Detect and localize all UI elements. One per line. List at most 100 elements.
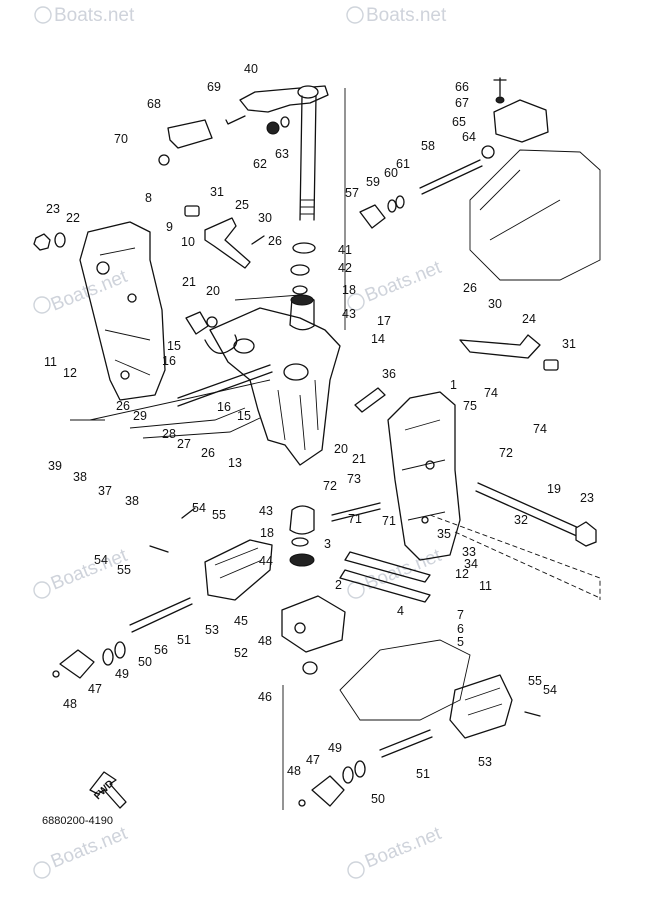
callout-2: 2	[335, 578, 342, 592]
callout-26: 26	[463, 281, 477, 295]
callout-66: 66	[455, 80, 469, 94]
callout-50: 50	[138, 655, 152, 669]
tilt-rod-19	[475, 482, 591, 542]
callout-51: 51	[177, 633, 191, 647]
callout-72: 72	[323, 479, 337, 493]
callout-26: 26	[268, 234, 282, 248]
callout-9: 9	[166, 220, 173, 234]
callout-64: 64	[462, 130, 476, 144]
bushing-47-right	[298, 760, 366, 807]
callout-8: 8	[145, 191, 152, 205]
callout-26: 26	[116, 399, 130, 413]
callout-22: 22	[66, 211, 80, 225]
callout-63: 63	[275, 147, 289, 161]
callout-17: 17	[377, 314, 391, 328]
callout-47: 47	[306, 753, 320, 767]
leader-frame	[234, 294, 301, 301]
svg-text:Boats.net: Boats.net	[366, 5, 447, 26]
svg-text:Boats.net: Boats.net	[48, 266, 131, 316]
hose-assembly	[185, 311, 238, 354]
fwd-arrow-icon: FWD	[89, 771, 127, 809]
callout-52: 52	[234, 646, 248, 660]
callout-54: 54	[543, 683, 557, 697]
callout-55: 55	[212, 508, 226, 522]
callout-61: 61	[396, 157, 410, 171]
callout-74: 74	[533, 422, 547, 436]
spring-30-left	[251, 235, 265, 245]
rod-29	[177, 364, 273, 407]
callout-74: 74	[484, 386, 498, 400]
callout-30: 30	[488, 297, 502, 311]
callout-42: 42	[338, 261, 352, 275]
lower-bushings	[289, 505, 315, 567]
callout-69: 69	[207, 80, 221, 94]
callout-67: 67	[455, 96, 469, 110]
callout-56: 56	[154, 643, 168, 657]
nut-23-left	[33, 232, 66, 251]
callout-4: 4	[397, 604, 404, 618]
callout-1: 1	[450, 378, 457, 392]
callout-11: 11	[479, 579, 492, 593]
watermark: Boats.net	[34, 5, 135, 26]
reference-dash	[429, 514, 601, 600]
leader-frame	[142, 417, 261, 439]
callout-21: 21	[182, 275, 196, 289]
callout-73: 73	[347, 472, 361, 486]
callout-28: 28	[162, 427, 176, 441]
watermark: Boats.net	[33, 823, 131, 879]
watermark: Boats.net	[346, 5, 447, 26]
steering-arm	[239, 85, 329, 221]
bracket-53-right	[449, 674, 513, 739]
callout-62: 62	[253, 157, 267, 171]
callout-7: 7	[457, 608, 464, 622]
bolt-51-left	[129, 597, 193, 633]
callout-70: 70	[114, 132, 128, 146]
callout-51: 51	[416, 767, 430, 781]
nut-23-right	[575, 521, 597, 547]
callout-44: 44	[259, 554, 273, 568]
callout-20: 20	[334, 442, 348, 456]
leader-frame	[129, 407, 246, 429]
callout-71: 71	[382, 514, 396, 528]
callout-30: 30	[258, 211, 272, 225]
left-clamp-bracket	[79, 221, 166, 401]
block-65	[493, 77, 549, 143]
callout-21: 21	[352, 452, 366, 466]
callout-47: 47	[88, 682, 102, 696]
callout-54: 54	[192, 501, 206, 515]
callout-23: 23	[46, 202, 60, 216]
callout-29: 29	[133, 409, 147, 423]
callout-43: 43	[342, 307, 356, 321]
callout-19: 19	[547, 482, 561, 496]
callout-48: 48	[287, 764, 301, 778]
callout-36: 36	[382, 367, 396, 381]
bolt-54-left	[149, 545, 169, 553]
callout-27: 27	[177, 437, 191, 451]
steering-washers	[289, 242, 316, 331]
callout-57: 57	[345, 186, 359, 200]
callout-33: 33	[462, 545, 476, 559]
callout-58: 58	[421, 139, 435, 153]
bracket-68	[158, 119, 213, 166]
callout-35: 35	[437, 527, 451, 541]
bracket-53-left	[204, 539, 273, 601]
bolt-69	[225, 115, 246, 125]
bolt-54-upper	[181, 507, 196, 519]
watermark: Boats.net	[33, 266, 131, 316]
callout-54: 54	[94, 553, 108, 567]
callout-10: 10	[181, 235, 195, 249]
svg-text:Boats.net: Boats.net	[362, 257, 445, 307]
callout-16: 16	[162, 354, 176, 368]
watermark: Boats.net	[347, 257, 445, 311]
callout-46: 46	[258, 690, 272, 704]
callout-50: 50	[371, 792, 385, 806]
reference-dash	[454, 531, 601, 599]
callout-72: 72	[499, 446, 513, 460]
callout-60: 60	[384, 166, 398, 180]
watermark: Boats.net	[347, 823, 445, 879]
thrust-block-45	[281, 595, 346, 675]
callout-group: 1234567891011111212131415151616171818192…	[44, 62, 594, 806]
bolt-51-right	[379, 729, 433, 758]
callout-53: 53	[478, 755, 492, 769]
callout-39: 39	[48, 459, 62, 473]
